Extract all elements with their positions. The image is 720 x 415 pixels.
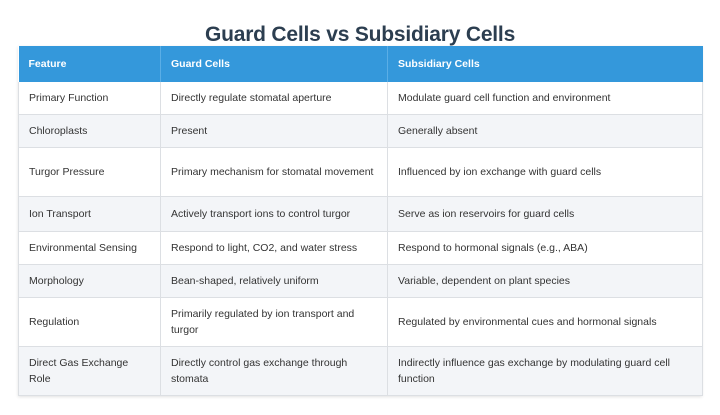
cell-feature: Environmental Sensing (18, 231, 161, 265)
table-row-turgor-pressure: Turgor Pressure Primary mechanism for st… (18, 147, 703, 197)
cell-subsidiary-cells: Variable, dependent on plant species (387, 264, 703, 298)
page-title: Guard Cells vs Subsidiary Cells (204, 23, 516, 47)
table-row-ion-transport: Ion Transport Actively transport ions to… (18, 196, 703, 232)
cell-guard-cells: Actively transport ions to control turgo… (160, 196, 388, 232)
cell-subsidiary-cells: Modulate guard cell function and environ… (387, 82, 703, 115)
cell-guard-cells: Present (160, 114, 388, 148)
cell-subsidiary-cells: Serve as ion reservoirs for guard cells (387, 196, 703, 232)
table-row-chloroplasts: Chloroplasts Present Generally absent (18, 114, 703, 148)
table-row-morphology: Morphology Bean-shaped, relatively unifo… (18, 264, 703, 298)
table-row-environmental-sensing: Environmental Sensing Respond to light, … (18, 231, 703, 265)
cell-guard-cells: Directly control gas exchange through st… (160, 346, 388, 396)
cell-subsidiary-cells: Indirectly influence gas exchange by mod… (387, 346, 703, 396)
cell-feature: Primary Function (18, 82, 161, 115)
comparison-table: Feature Guard Cells Subsidiary Cells Pri… (18, 46, 703, 396)
cell-subsidiary-cells: Respond to hormonal signals (e.g., ABA) (387, 231, 703, 265)
table-body: Primary Function Directly regulate stoma… (18, 82, 703, 396)
cell-guard-cells: Primarily regulated by ion transport and… (160, 297, 388, 347)
cell-feature: Chloroplasts (18, 114, 161, 148)
table-header: Feature Guard Cells Subsidiary Cells (18, 46, 703, 82)
cell-feature: Regulation (18, 297, 161, 347)
cell-guard-cells: Directly regulate stomatal aperture (160, 82, 388, 115)
cell-guard-cells: Respond to light, CO2, and water stress (160, 231, 388, 265)
cell-feature: Ion Transport (18, 196, 161, 232)
comparison-table-container: Feature Guard Cells Subsidiary Cells Pri… (18, 46, 703, 396)
header-row: Feature Guard Cells Subsidiary Cells (18, 46, 703, 82)
cell-guard-cells: Primary mechanism for stomatal movement (160, 147, 388, 197)
cell-feature: Morphology (18, 264, 161, 298)
cell-subsidiary-cells: Regulated by environmental cues and horm… (387, 297, 703, 347)
header-feature: Feature (18, 46, 161, 82)
cell-feature: Turgor Pressure (18, 147, 161, 197)
table-row-direct-gas-exchange-role: Direct Gas Exchange Role Directly contro… (18, 346, 703, 396)
cell-subsidiary-cells: Influenced by ion exchange with guard ce… (387, 147, 703, 197)
table-row-primary-function: Primary Function Directly regulate stoma… (18, 82, 703, 115)
header-subsidiary-cells: Subsidiary Cells (387, 46, 703, 82)
header-guard-cells: Guard Cells (160, 46, 388, 82)
cell-feature: Direct Gas Exchange Role (18, 346, 161, 396)
cell-subsidiary-cells: Generally absent (387, 114, 703, 148)
cell-guard-cells: Bean-shaped, relatively uniform (160, 264, 388, 298)
table-row-regulation: Regulation Primarily regulated by ion tr… (18, 297, 703, 347)
